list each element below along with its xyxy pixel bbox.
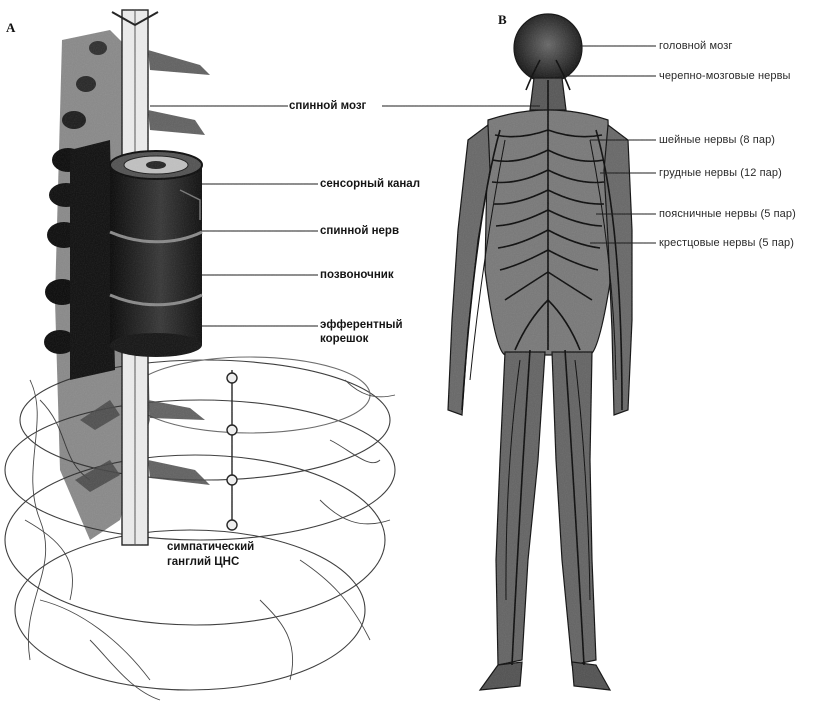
label-ganglion-line1: симпатический xyxy=(167,541,254,553)
panel-letter-a: А xyxy=(6,20,15,36)
label-sensory-canal: сенсорный канал xyxy=(320,178,420,190)
label-efferent-root-line2: корешок xyxy=(320,333,368,345)
label-spinal-nerve: спинной нерв xyxy=(320,225,399,237)
label-cranial-nerves: черепно-мозговые нервы xyxy=(659,70,791,82)
label-lumbar-nerves: поясничные нервы (5 пар) xyxy=(659,208,796,220)
panel-letter-b: В xyxy=(498,12,507,28)
label-thoracic-nerves: грудные нервы (12 пар) xyxy=(659,167,782,179)
label-ganglion-line2: ганглий ЦНС xyxy=(167,556,239,568)
label-brain: головной мозг xyxy=(659,40,732,52)
label-efferent-root-line1: эфферентный xyxy=(320,319,403,331)
label-vertebra: позвоночник xyxy=(320,269,394,281)
label-cervical-nerves: шейные нервы (8 пар) xyxy=(659,134,775,146)
label-sacral-nerves: крестцовые нервы (5 пар) xyxy=(659,237,794,249)
label-spinal-cord: спинной мозг xyxy=(289,100,366,112)
